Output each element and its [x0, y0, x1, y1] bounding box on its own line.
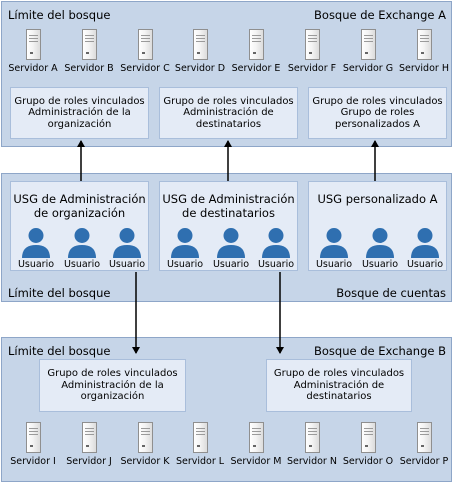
exchange-forest-a: Límite del bosque Bosque de Exchange A S…: [1, 1, 452, 147]
server-label: Servidor M: [230, 456, 282, 467]
user-icon: [171, 228, 199, 258]
user: Usuario: [163, 228, 207, 271]
usg-custom-a: USG personalizado A Usuario Usuario Usua…: [308, 181, 447, 271]
user-label: Usuario: [257, 259, 295, 270]
usg-title: USG de Administración de organización: [13, 192, 146, 220]
user: Usuario: [312, 228, 356, 271]
server-icon: [248, 29, 264, 60]
usg-recipient-management: USG de Administración de destinatarios U…: [159, 181, 298, 271]
server-label: Servidor N: [287, 456, 337, 467]
user-icon: [262, 228, 290, 258]
server-icon: [192, 422, 208, 453]
server-label: Servidor G: [342, 63, 394, 74]
user-label: Usuario: [406, 259, 444, 270]
user-icon: [68, 228, 96, 258]
usg-title: USG de Administración de destinatarios: [162, 192, 295, 220]
linked-role-group-recipient-management: Grupo de roles vinculados Administración…: [266, 359, 412, 412]
server-label: Servidor F: [287, 63, 337, 74]
server: Servidor M: [228, 422, 284, 468]
usg-org-management: USG de Administración de organización Us…: [10, 181, 149, 271]
server: Servidor N: [284, 422, 340, 468]
server-label: Servidor C: [120, 63, 170, 74]
server: Servidor C: [117, 29, 173, 75]
linked-role-group-org-management: Grupo de roles vinculados Administración…: [39, 359, 186, 412]
linked-role-group-org-management: Grupo de roles vinculados Administración…: [10, 87, 149, 139]
linked-role-group-custom-a: Grupo de roles vinculados Grupo de roles…: [308, 87, 447, 139]
server: Servidor O: [340, 422, 396, 468]
server-icon: [25, 422, 41, 453]
user: Usuario: [358, 228, 402, 271]
user-label: Usuario: [17, 259, 55, 270]
server: Servidor I: [5, 422, 61, 468]
server-label: Servidor A: [8, 63, 58, 74]
server-label: Servidor O: [342, 456, 394, 467]
server-label: Servidor D: [174, 63, 226, 74]
user: Usuario: [209, 228, 253, 271]
forest-title: Bosque de cuentas: [336, 286, 446, 300]
server-label: Servidor I: [10, 456, 56, 467]
server-icon: [360, 422, 376, 453]
user-icon: [411, 228, 439, 258]
server-label: Servidor B: [64, 63, 114, 74]
server: Servidor K: [117, 422, 173, 468]
user: Usuario: [105, 228, 149, 271]
server-label: Servidor H: [399, 63, 449, 74]
server-icon: [304, 29, 320, 60]
server-icon: [81, 422, 97, 453]
server: Servidor P: [396, 422, 452, 468]
user: Usuario: [14, 228, 58, 271]
server-icon: [304, 422, 320, 453]
server-icon: [192, 29, 208, 60]
user: Usuario: [403, 228, 447, 271]
server-icon: [416, 29, 432, 60]
forest-title: Bosque de Exchange B: [313, 344, 446, 358]
server-icon: [137, 29, 153, 60]
user-label: Usuario: [108, 259, 146, 270]
user-label: Usuario: [166, 259, 204, 270]
user: Usuario: [254, 228, 298, 271]
forest-boundary-label: Límite del bosque: [8, 8, 111, 22]
user-icon: [217, 228, 245, 258]
user-icon: [113, 228, 141, 258]
server-label: Servidor L: [175, 456, 225, 467]
usg-title: USG personalizado A: [317, 192, 438, 206]
server: Servidor H: [396, 29, 452, 75]
user-icon: [320, 228, 348, 258]
linked-role-group-recipient-management: Grupo de roles vinculados Administración…: [159, 87, 298, 139]
user-label: Usuario: [63, 259, 101, 270]
server-icon: [137, 422, 153, 453]
server-label: Servidor P: [399, 456, 449, 467]
server-icon: [360, 29, 376, 60]
user-label: Usuario: [315, 259, 353, 270]
forest-boundary-label: Límite del bosque: [8, 344, 111, 358]
user: Usuario: [60, 228, 104, 271]
server-icon: [81, 29, 97, 60]
server: Servidor J: [61, 422, 117, 468]
server: Servidor D: [172, 29, 228, 75]
server-label: Servidor E: [231, 63, 281, 74]
forest-title: Bosque de Exchange A: [314, 8, 446, 22]
user-label: Usuario: [361, 259, 399, 270]
server: Servidor L: [172, 422, 228, 468]
server: Servidor B: [61, 29, 117, 75]
user-icon: [366, 228, 394, 258]
server-label: Servidor K: [120, 456, 170, 467]
server: Servidor E: [228, 29, 284, 75]
exchange-forest-b: Límite del bosque Bosque de Exchange B G…: [1, 337, 452, 482]
server: Servidor A: [5, 29, 61, 75]
account-forest: USG de Administración de organización Us…: [1, 173, 452, 302]
server-icon: [248, 422, 264, 453]
user-label: Usuario: [212, 259, 250, 270]
server: Servidor F: [284, 29, 340, 75]
server-icon: [416, 422, 432, 453]
server-icon: [25, 29, 41, 60]
forest-boundary-label: Límite del bosque: [8, 286, 111, 300]
server-label: Servidor J: [66, 456, 112, 467]
user-icon: [22, 228, 50, 258]
server: Servidor G: [340, 29, 396, 75]
